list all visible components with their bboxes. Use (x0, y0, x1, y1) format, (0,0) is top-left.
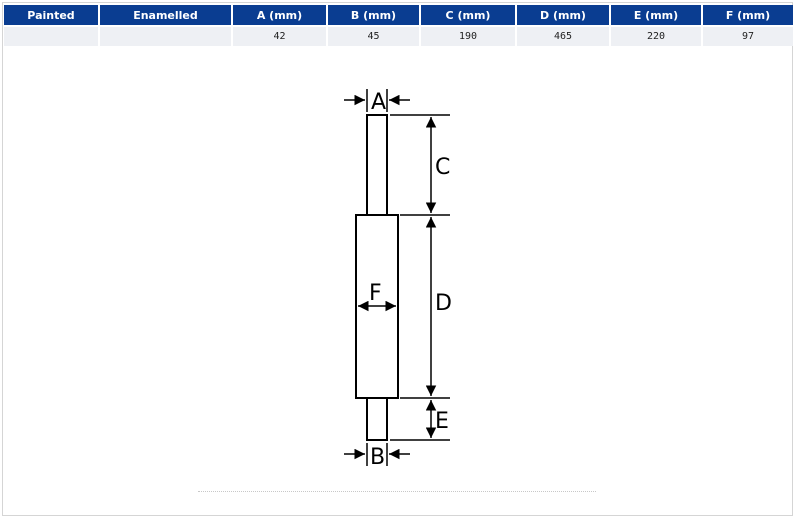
header-a-mm: A (mm) (233, 5, 326, 25)
header-painted: Painted (4, 5, 98, 25)
cell-d-value: 465 (517, 25, 609, 46)
label-b: B (370, 445, 385, 470)
header-c-mm: C (mm) (421, 5, 515, 25)
label-f: F (369, 281, 382, 306)
radiator-dimension-diagram: A B C D E F (344, 89, 452, 470)
label-a: A (371, 90, 386, 115)
table-header-row: Painted Enamelled A (mm) B (mm) C (mm) D… (4, 5, 793, 25)
cell-c-value: 190 (421, 25, 515, 46)
header-f-mm: F (mm) (703, 5, 793, 25)
header-b-mm: B (mm) (328, 5, 419, 25)
top-pipe-shape (366, 114, 388, 216)
header-e-mm: E (mm) (611, 5, 701, 25)
header-enamelled: Enamelled (100, 5, 231, 25)
table-row: 42 45 190 465 220 97 (4, 25, 793, 46)
cell-enamelled (100, 25, 231, 46)
label-e: E (435, 409, 449, 434)
bottom-pipe-shape (366, 397, 388, 441)
cell-a-value: 42 (233, 25, 326, 46)
dotted-divider (198, 491, 596, 492)
label-c: C (435, 155, 450, 180)
cell-painted (4, 25, 98, 46)
header-d-mm: D (mm) (517, 5, 609, 25)
cell-b-value: 45 (328, 25, 419, 46)
dimensions-table: Painted Enamelled A (mm) B (mm) C (mm) D… (2, 5, 795, 46)
cell-f-value: 97 (703, 25, 793, 46)
cell-e-value: 220 (611, 25, 701, 46)
label-d: D (435, 291, 452, 316)
